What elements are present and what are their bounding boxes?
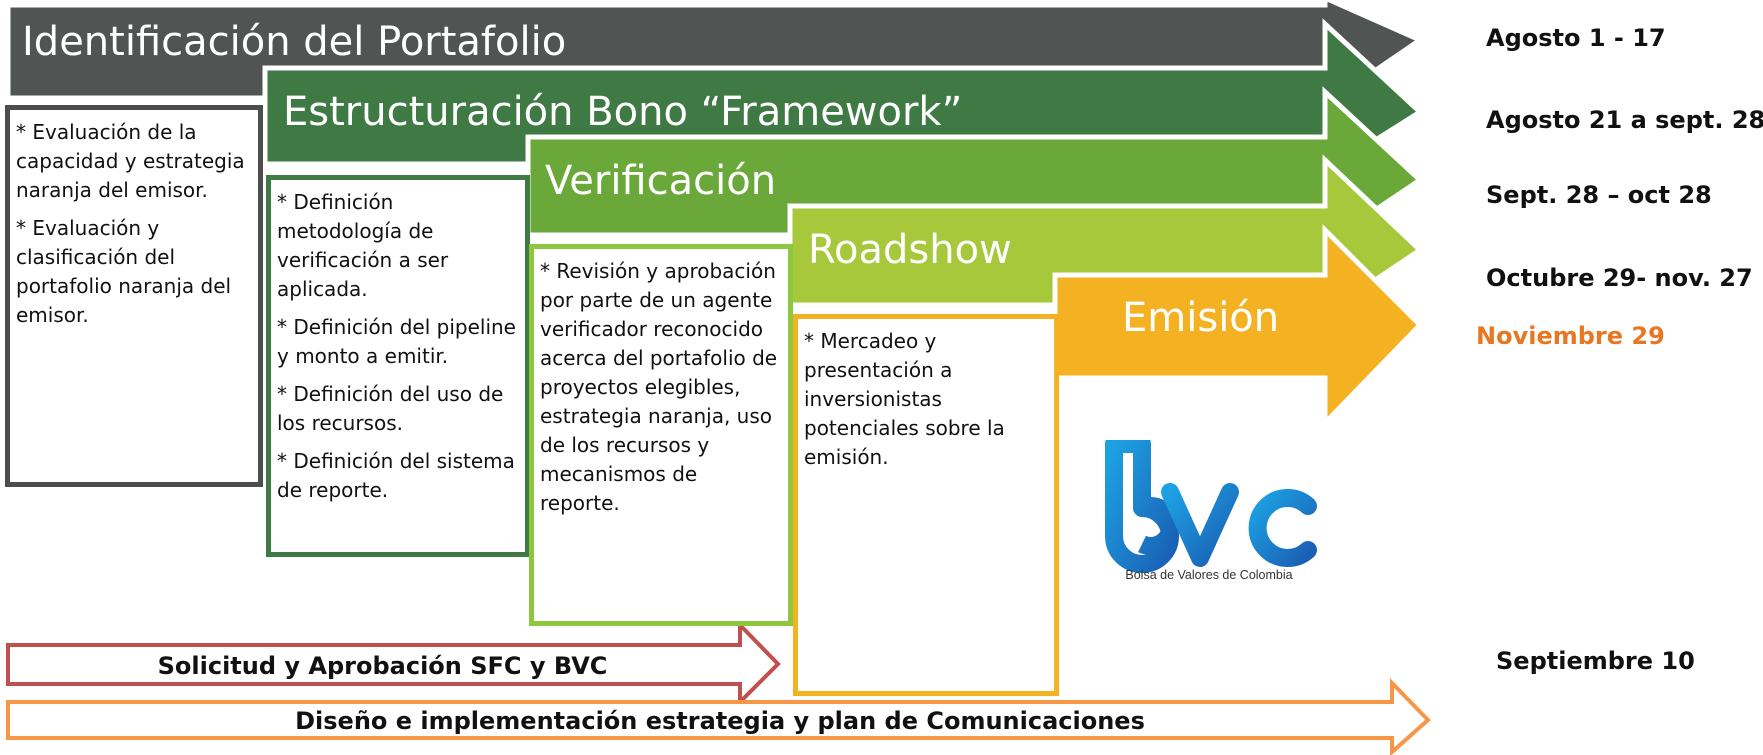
stage-box-estructuracion: * Definición metodología de verificación… [266,175,530,557]
bar-date-sfc-bvc: Septiembre 10 [1496,647,1695,675]
stage-item: * Definición metodología de verificación… [277,190,449,301]
stage-item: * Definición del uso de los recursos. [277,382,504,435]
stage-date-emision: Noviembre 29 [1476,322,1665,350]
stage-date-verificacion: Sept. 28 – oct 28 [1486,181,1712,209]
stage-date-identificacion: Agosto 1 - 17 [1486,24,1666,52]
stage-item: * Evaluación y clasificación del portafo… [16,216,232,327]
bvc-logo-caption: Bolsa de Valores de Colombia [1125,568,1293,582]
bar-label-sfc-bvc: Solicitud y Aprobación SFC y BVC [157,652,608,680]
stage-box-identificacion: * Evaluación de la capacidad y estrategi… [5,105,263,487]
bar-label-comunicaciones: Diseño e implementación estrategia y pla… [295,707,1145,735]
stage-title-estructuracion: Estructuración Bono “Framework” [283,89,963,135]
stage-date-roadshow: Octubre 29- nov. 27 [1486,264,1753,292]
stage-title-identificacion: Identificación del Portafolio [22,19,567,65]
stage-title-roadshow: Roadshow [808,227,1012,273]
bvc-logo [1105,440,1317,573]
stage-item: * Definición del sistema de reporte. [277,449,515,502]
stage-title-emision: Emisión [1122,295,1280,341]
stage-date-estructuracion: Agosto 21 a sept. 28 [1486,106,1763,134]
comunicaciones-bar-arrow [6,678,1431,755]
stage-title-verificacion: Verificación [545,158,777,204]
stage-arrow-emision [1052,223,1424,430]
stage-box-roadshow: * Mercadeo y presentación a inversionist… [793,314,1059,696]
stage-item: * Definición del pipeline y monto a emit… [277,315,516,368]
stage-item: * Revisión y aprobación por parte de un … [540,259,778,515]
stage-box-verificacion: * Revisión y aprobación por parte de un … [529,244,793,626]
stage-item: * Mercadeo y presentación a inversionist… [804,329,1005,469]
stage-item: * Evaluación de la capacidad y estrategi… [16,120,245,202]
sfc-bvc-bar-arrow [6,620,781,707]
